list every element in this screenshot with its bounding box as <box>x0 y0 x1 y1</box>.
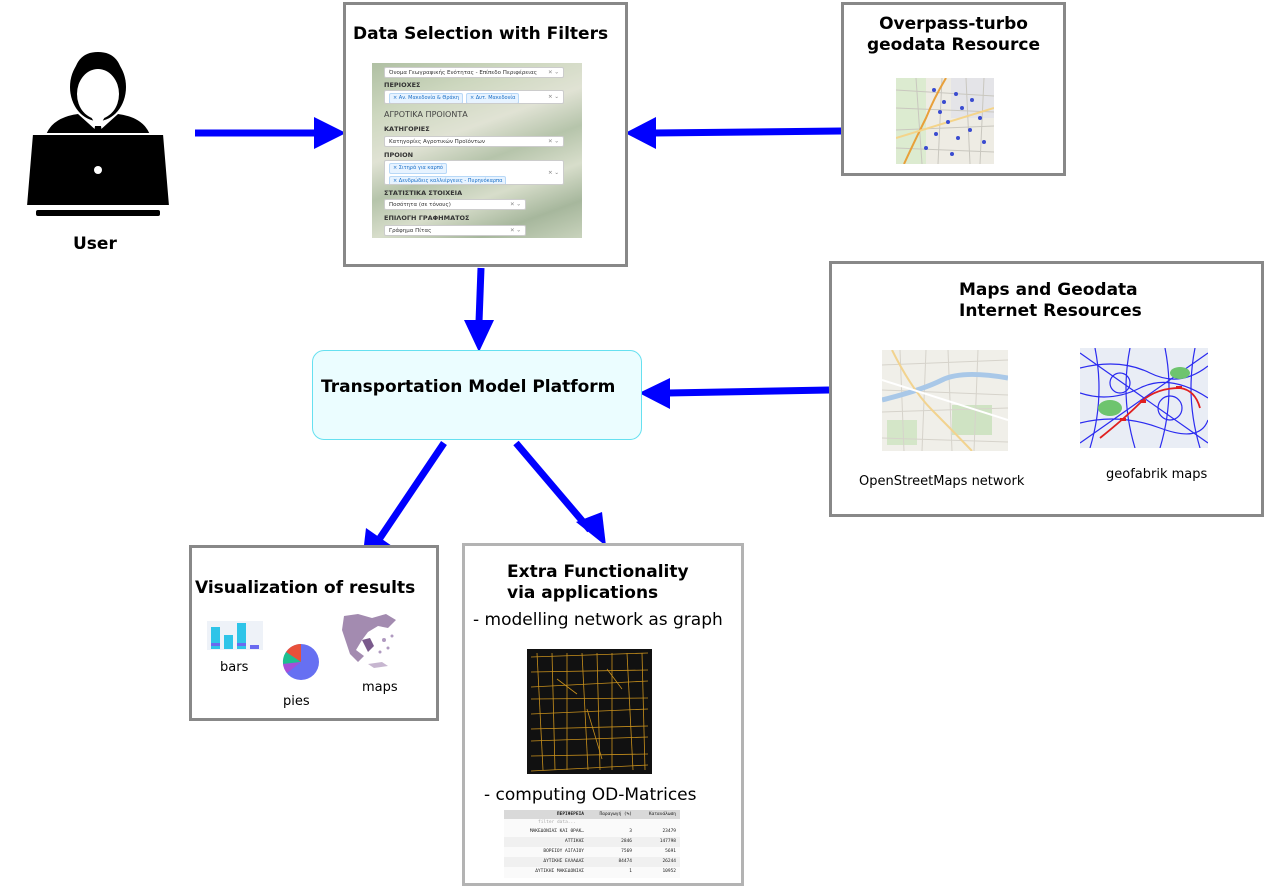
od-header: ΠΕΡΙΦΕΡΕΙΑ <box>556 812 584 817</box>
user-label: User <box>73 234 117 254</box>
arrow-platform-to-extra <box>513 440 606 546</box>
product-label: ΠΡΟΙΟΝ <box>384 151 414 159</box>
user-laptop-icon <box>24 52 172 216</box>
overpass-title: Overpass-turbo geodata Resource <box>866 14 1041 55</box>
regions-label: ΠΕΡΙΟΧΕΣ <box>384 81 421 89</box>
osm-label: OpenStreetMaps network <box>859 474 1025 489</box>
maps-label: maps <box>362 680 398 695</box>
bars-label: bars <box>220 660 249 675</box>
region-tag[interactable]: × Δυτ. Μακεδονία <box>465 93 520 103</box>
table-row: ΒΟΡΕΙΟΥ ΑΙΓΑΙΟΥ 7569 5691 <box>504 847 680 857</box>
product-select[interactable]: × Σιτηρά για καρπό × Δενδρώδεις καλλιέργ… <box>384 160 564 185</box>
table-cell: 26244 <box>662 859 676 864</box>
data-selection-title: Data Selection with Filters <box>353 24 609 44</box>
table-cell: 2846 <box>621 839 632 844</box>
table-cell: 147798 <box>659 839 676 844</box>
table-cell: 3 <box>629 829 632 834</box>
filter-panel: Όνομα Γεωγραφικής Ενότητας - Επίπεδο Περ… <box>372 63 582 238</box>
arrow-user-to-selection <box>195 117 346 149</box>
platform-title: Transportation Model Platform <box>321 377 616 397</box>
stats-select[interactable]: Ποσότητα (σε τόνους)× ⌄ <box>384 199 526 210</box>
pie-chart-thumbnail <box>282 644 319 680</box>
table-row: ΔΥΤΙΚΗΣ ΕΛΛΑΔΑΣ 84474 26244 <box>504 857 680 867</box>
table-cell: ΑΤΤΙΚΗΣ <box>565 839 584 844</box>
table-cell: 5691 <box>665 849 676 854</box>
table-cell: 7569 <box>621 849 632 854</box>
arrow-maps-to-platform <box>639 378 830 409</box>
agri-products-header: ΑΓΡΟΤΙΚΑ ΠΡΟΙΟΝΤΑ <box>384 110 468 119</box>
od-matrix-table: ΠΕΡΙΦΕΡΕΙΑ Παραγωγή (%) Κατανάλωση filte… <box>504 810 680 878</box>
geofabrik-map-thumbnail <box>1080 348 1208 448</box>
visualization-title: Visualization of results <box>195 578 416 598</box>
table-cell: 23479 <box>662 829 676 834</box>
od-header: Παραγωγή (%) <box>599 812 632 817</box>
table-cell: ΜΑΚΕΔΟΝΙΑΣ ΚΑΙ ΘΡΑΚ… <box>529 829 584 834</box>
extra-title: Extra Functionality via applications <box>507 562 689 603</box>
maps-resources-title: Maps and Geodata Internet Resources <box>959 280 1142 321</box>
arrow-selection-to-platform <box>464 267 494 352</box>
table-cell: 10952 <box>662 869 676 874</box>
arrow-overpass-to-selection <box>625 117 842 149</box>
stats-label: ΣΤΑΤΙΣΤΙΚΑ ΣΤΟΙΧΕΙΑ <box>384 189 463 197</box>
network-graph-thumbnail <box>527 649 652 774</box>
product-tag[interactable]: × Σιτηρά για καρπό <box>389 163 447 174</box>
extra-item-graph: - modelling network as graph <box>473 610 723 630</box>
regions-select[interactable]: × Αν. Μακεδονία & Θράκη× Δυτ. Μακεδονία … <box>384 90 564 104</box>
od-filter-row[interactable]: filter data... <box>538 820 576 825</box>
table-row: ΑΤΤΙΚΗΣ 2846 147798 <box>504 837 680 847</box>
product-tag[interactable]: × Δενδρώδεις καλλιέργειες - Πυρηνόκαρπα <box>389 176 507 184</box>
table-cell: ΔΥΤΙΚΗΣ ΜΑΚΕΔΟΝΙΑΣ <box>535 869 584 874</box>
categories-label: ΚΑΤΗΓΟΡΙΕΣ <box>384 125 430 133</box>
geofabrik-label: geofabrik maps <box>1106 467 1208 482</box>
geo-unit-select[interactable]: Όνομα Γεωγραφικής Ενότητας - Επίπεδο Περ… <box>384 67 564 78</box>
chart-label: ΕΠΙΛΟΓΗ ΓΡΑΦΗΜΑΤΟΣ <box>384 214 470 222</box>
region-tag[interactable]: × Αν. Μακεδονία & Θράκη <box>389 93 463 103</box>
table-row: ΔΥΤΙΚΗΣ ΜΑΚΕΔΟΝΙΑΣ 1 10952 <box>504 867 680 877</box>
greece-map-thumbnail <box>342 614 396 668</box>
table-row: ΜΑΚΕΔΟΝΙΑΣ ΚΑΙ ΘΡΑΚ… 3 23479 <box>504 827 680 837</box>
transportation-platform-box <box>312 350 642 440</box>
osm-map-thumbnail <box>882 350 1008 451</box>
extra-item-od: - computing OD-Matrices <box>484 785 697 805</box>
table-cell: 84474 <box>618 859 632 864</box>
chart-select[interactable]: Γράφημα Πίτας× ⌄ <box>384 225 526 236</box>
overpass-map-thumbnail <box>896 78 994 164</box>
bars-chart-thumbnail <box>207 621 263 650</box>
od-header: Κατανάλωση <box>648 812 676 817</box>
table-cell: ΒΟΡΕΙΟΥ ΑΙΓΑΙΟΥ <box>543 849 584 854</box>
categories-select[interactable]: Κατηγορίες Αγροτικών Προϊόντων× ⌄ <box>384 136 564 147</box>
table-cell: ΔΥΤΙΚΗΣ ΕΛΛΑΔΑΣ <box>543 859 584 864</box>
pies-label: pies <box>283 694 310 709</box>
table-cell: 1 <box>629 869 632 874</box>
